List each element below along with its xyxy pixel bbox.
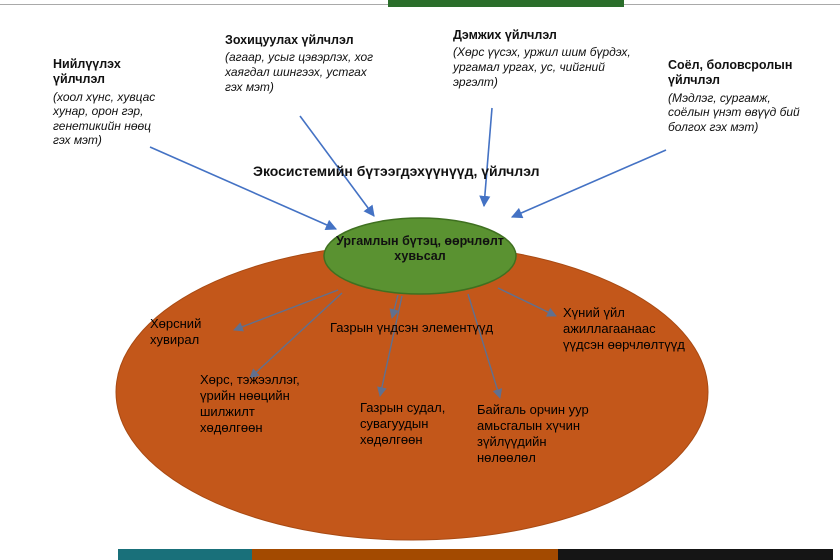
factor-base-elements: Газрын үндсэн элементүүд	[330, 320, 494, 335]
service-cultural-desc: (Мэдлэг, сургамж, соёлын үнэт өвүүд бий …	[668, 90, 800, 134]
bottom-strip-teal	[118, 549, 252, 560]
arrow-supplying	[149, 146, 338, 231]
service-supporting-desc: (Хөрс үүсэх, уржил шим бүрдэх, ургамал у…	[453, 45, 631, 89]
factor-climate-factors: Байгаль орчин уур амьсгалын хүчин зүйлүү…	[477, 402, 589, 465]
arrow-soil-change	[233, 289, 339, 332]
service-supporting-title: Дэмжих үйлчлэл	[453, 28, 557, 42]
service-supporting: Дэмжих үйлчлэл (Хөрс үүсэх, уржил шим бү…	[453, 28, 643, 89]
diagram-heading: Экосистемийн бүтээгдэхүүнүүд, үйлчлэл	[253, 163, 540, 179]
service-arrows	[149, 107, 667, 231]
green-ellipse-label: Ургамлын бүтэц, өөрчлөлт хувьсал	[336, 234, 504, 264]
bottom-strip-orange	[252, 549, 558, 560]
service-cultural-title: Соёл, боловсролын үйлчлэл	[668, 58, 793, 88]
arrow-regulating	[299, 115, 375, 217]
service-cultural: Соёл, боловсролын үйлчлэл (Мэдлэг, сурга…	[668, 58, 808, 134]
arrow-soil-nutrient	[249, 292, 343, 379]
arrow-land-channels	[377, 295, 403, 397]
service-regulating: Зохицуулах үйлчлэл (агаар, усыг цэвэрлэх…	[225, 33, 385, 94]
service-supplying: Нийлүүлэх үйлчлэл (хоол хүнс, хувцас хун…	[53, 57, 171, 148]
green-ellipse	[323, 217, 517, 295]
factor-arrows	[233, 287, 557, 399]
service-regulating-desc: (агаар, усыг цэвэрлэх, хог хаягдал шингэ…	[225, 50, 374, 94]
arrow-supporting	[479, 107, 493, 208]
service-supplying-title: Нийлүүлэх үйлчлэл	[53, 57, 121, 87]
arrow-climate-factors	[467, 293, 503, 399]
arrow-cultural	[510, 149, 667, 219]
service-regulating-title: Зохицуулах үйлчлэл	[225, 33, 354, 47]
service-supplying-desc: (хоол хүнс, хувцас хунар, орон гэр, гене…	[53, 89, 156, 148]
bottom-strip-black	[558, 549, 833, 560]
factor-land-channels: Газрын судал, сувагуудын хөдөлгөөн	[360, 400, 446, 447]
factor-soil-nutrient: Хөрс, тэжээллэг, үрийн нөөцийн шилжилт х…	[200, 372, 300, 435]
factor-human-activity: Хүний үйл ажиллагаанаас үүдсэн өөрчлөлтү…	[563, 305, 685, 352]
arrow-base-elements	[389, 294, 399, 319]
factor-soil-change: Хөрсний хувирал	[150, 316, 202, 347]
top-green-strip	[388, 0, 624, 7]
arrow-human-activity	[497, 287, 557, 317]
